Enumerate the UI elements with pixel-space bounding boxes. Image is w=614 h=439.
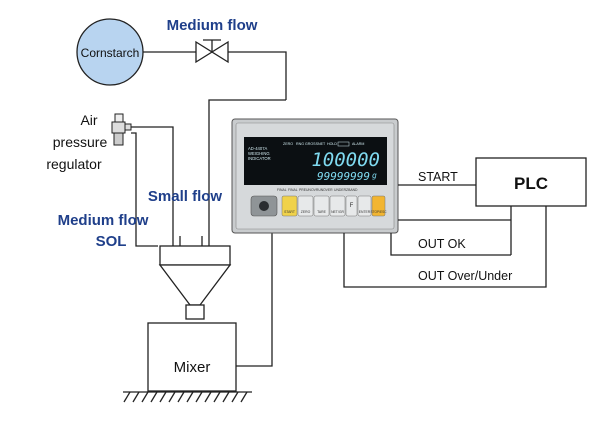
indicator-model-3: INDICATOR — [248, 156, 271, 161]
bottom-label-zband: ZBAND — [346, 188, 358, 192]
start-key[interactable]: START — [281, 195, 298, 217]
bottom-label-final-2: FINAL — [288, 188, 298, 192]
bottom-label-preun: PREUN — [299, 188, 311, 192]
function-key-label: F — [350, 203, 354, 209]
indicator-model-1: AD-4407A — [248, 146, 268, 151]
status-blank-box — [337, 141, 350, 147]
out-ok-label: OUT OK — [418, 237, 466, 251]
out-over-under-line — [343, 206, 547, 288]
air-line — [131, 126, 174, 246]
tare-key[interactable]: TARE — [313, 195, 330, 217]
zero-key[interactable]: ZERO — [297, 195, 314, 217]
sub-readout: 99999999 — [317, 170, 370, 183]
net-gross-key[interactable]: NET/GR — [329, 195, 346, 217]
medium-flow-pipe — [208, 99, 286, 246]
indicator-model-2: WEIGHING — [248, 151, 270, 156]
mixer: Mixer — [147, 322, 237, 392]
regulator-label-3: regulator — [46, 156, 102, 172]
enter-key[interactable]: ENTER — [357, 195, 372, 217]
medium-flow-valve — [195, 39, 229, 64]
zero-key-label: ZERO — [301, 210, 311, 214]
sub-unit: g — [372, 171, 377, 180]
indicator-display — [244, 137, 387, 185]
bottom-label-under: UNDER — [334, 188, 347, 192]
status-zero: ZERO — [283, 142, 293, 146]
bottom-label-ovrun: OVRUN — [311, 188, 324, 192]
stop-esc-key-label: STOP/ESC — [370, 210, 387, 214]
plc-label: PLC — [514, 174, 548, 193]
medium-flow-sol-label-2: SOL — [96, 233, 127, 250]
net-gross-key-label: NET/GR — [331, 210, 344, 214]
hopper — [158, 236, 232, 320]
status-alarm: ALARM — [352, 142, 364, 146]
bottom-label-over: OVER — [323, 188, 333, 192]
regulator-label-2: pressure — [53, 134, 108, 150]
bottom-label-final-1: FINAL — [277, 188, 287, 192]
status-gross: GROSS — [305, 142, 319, 146]
function-key[interactable]: F — [345, 195, 358, 217]
ground-hatch — [123, 391, 252, 403]
mixer-label: Mixer — [174, 359, 211, 376]
out-ok-line — [390, 233, 511, 256]
air-line-sol — [131, 132, 158, 247]
status-hold: HOLD — [327, 142, 337, 146]
status-rng: RNG — [296, 142, 304, 146]
medium-flow-sol-label-1: Medium flow — [58, 212, 149, 229]
out-over-under-label: OUT Over/Under — [418, 269, 512, 283]
weighing-indicator: AD-4407A WEIGHING INDICATOR ZERO RNG GRO… — [231, 118, 399, 234]
stop-esc-key[interactable]: STOP/ESC — [370, 195, 387, 217]
small-flow-label: Small flow — [148, 188, 223, 205]
start-signal-label: START — [418, 170, 458, 184]
enter-key-label: ENTER — [359, 210, 371, 214]
main-weight-readout: 100000 — [311, 149, 380, 171]
plc-box: PLC — [475, 157, 587, 207]
load-cell-cable — [236, 232, 273, 367]
air-pressure-regulator — [111, 113, 132, 146]
cornstarch-source: Cornstarch — [76, 18, 144, 86]
status-net: NET — [318, 142, 326, 146]
cornstarch-label: Cornstarch — [81, 46, 140, 60]
medium-flow-top-label: Medium flow — [167, 17, 258, 34]
regulator-label-1: Air — [80, 112, 97, 128]
indicator-sensor-icon — [259, 201, 269, 211]
tare-key-label: TARE — [317, 210, 327, 214]
feed-pipe-right — [228, 51, 287, 100]
start-key-label: START — [284, 210, 295, 214]
